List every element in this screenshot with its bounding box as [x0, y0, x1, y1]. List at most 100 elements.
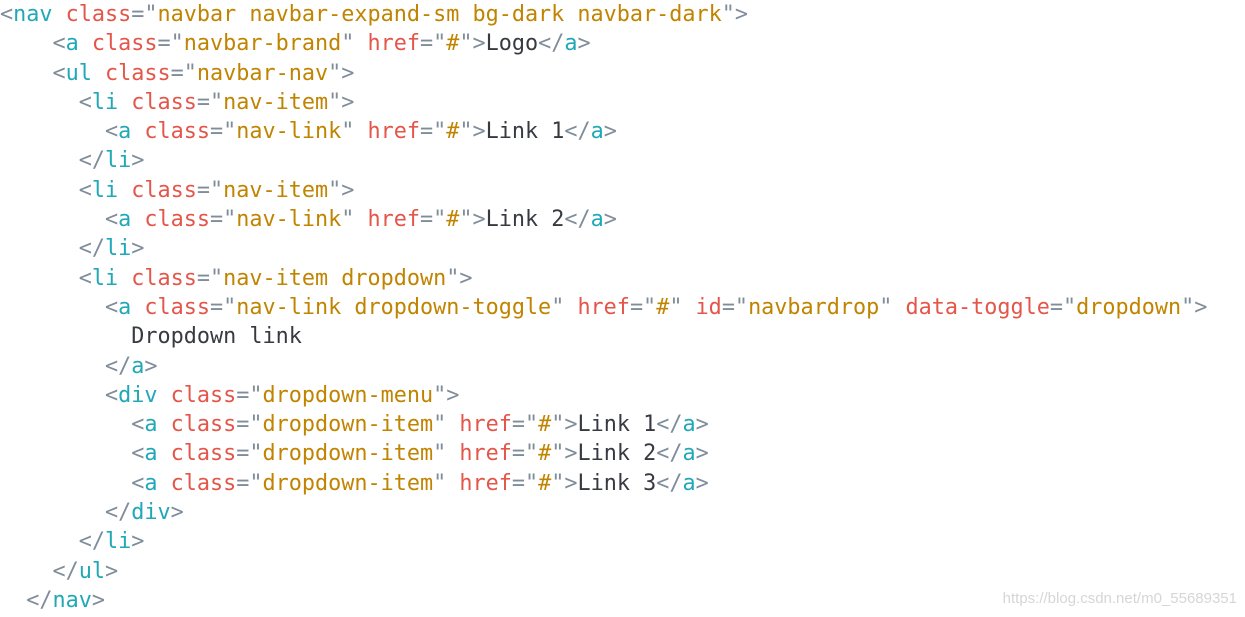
code-punctuation: < — [131, 412, 145, 438]
code-attribute: class — [105, 60, 171, 86]
code-line-11: <a class="nav-link dropdown-toggle" href… — [0, 293, 1245, 322]
code-punctuation: =" — [419, 207, 447, 233]
code-line-5: <a class="nav-link" href="#">Link 1</a> — [0, 117, 1245, 146]
code-line-19: </li> — [0, 527, 1245, 556]
code-punctuation: > — [603, 207, 617, 233]
code-string: navbardrop — [748, 294, 880, 320]
code-string: nav-item dropdown — [223, 265, 447, 291]
code-punctuation: < — [131, 441, 145, 467]
code-punctuation: =" — [236, 382, 263, 408]
code-text — [0, 61, 53, 86]
code-attribute: id — [695, 294, 722, 320]
code-string: nav-link — [236, 119, 342, 145]
code-tag-name: a — [682, 412, 696, 438]
code-line-8: <a class="nav-link" href="#">Link 2</a> — [0, 205, 1245, 234]
code-punctuation: </ — [26, 587, 53, 613]
code-line-15: <a class="dropdown-item" href="#">Link 1… — [0, 410, 1245, 439]
code-punctuation: =" — [196, 265, 224, 291]
code-punctuation: "> — [459, 207, 486, 233]
code-attribute: class — [170, 412, 237, 438]
code-line-2: <a class="navbar-brand" href="#">Logo</a… — [0, 29, 1245, 58]
code-string: # — [538, 441, 552, 467]
code-punctuation: =" — [131, 2, 158, 27]
code-string: # — [538, 470, 552, 496]
code-attribute: href — [367, 207, 420, 233]
code-text: Logo — [485, 31, 539, 57]
code-punctuation: =" — [511, 441, 539, 467]
code-tag-name: li — [91, 265, 119, 291]
code-string: navbar-brand — [183, 31, 342, 57]
code-attribute: href — [577, 294, 630, 320]
code-punctuation: </ — [104, 353, 132, 379]
code-punctuation: < — [131, 470, 145, 496]
code-punctuation: =" — [511, 470, 539, 496]
code-line-12: Dropdown link — [0, 322, 1245, 351]
code-string: dropdown — [1076, 294, 1182, 320]
code-tag-name: a — [682, 470, 696, 496]
code-punctuation: </ — [78, 148, 105, 174]
code-line-20: </ul> — [0, 557, 1245, 586]
code-string: # — [446, 207, 460, 233]
code-punctuation: > — [131, 236, 145, 262]
code-text — [0, 529, 79, 554]
code-punctuation: < — [0, 2, 14, 27]
code-text — [157, 471, 170, 496]
code-punctuation: > — [695, 470, 709, 496]
code-tag-name: a — [564, 31, 578, 57]
code-text — [0, 31, 53, 56]
code-punctuation: </ — [104, 500, 132, 526]
code-tag-name: a — [590, 119, 604, 145]
code-punctuation: =" — [236, 441, 263, 467]
code-attribute: class — [170, 441, 237, 467]
code-line-17: <a class="dropdown-item" href="#">Link 3… — [0, 469, 1245, 498]
code-text — [0, 148, 79, 173]
code-punctuation: =" — [1049, 294, 1077, 320]
code-attribute: class — [91, 31, 158, 57]
code-string: nav-item — [223, 177, 329, 203]
code-punctuation: "> — [551, 441, 578, 467]
code-attribute: class — [131, 89, 197, 115]
code-string: nav-link — [236, 207, 342, 233]
code-punctuation: "> — [459, 119, 486, 145]
code-punctuation: "> — [721, 2, 749, 27]
code-punctuation: > — [105, 558, 119, 584]
code-punctuation: =" — [511, 412, 539, 438]
code-text: Link 2 — [485, 207, 565, 233]
code-line-4: <li class="nav-item"> — [0, 88, 1245, 117]
code-tag-name: li — [105, 148, 132, 174]
code-text — [0, 559, 53, 584]
code-punctuation: </ — [656, 412, 683, 438]
code-punctuation: =" — [196, 89, 224, 115]
code-punctuation: "> — [328, 60, 355, 86]
code-punctuation: </ — [78, 529, 105, 555]
code-punctuation: " — [669, 294, 696, 320]
code-text — [131, 295, 144, 320]
code-punctuation: "> — [551, 470, 578, 496]
code-punctuation: > — [91, 587, 105, 613]
code-punctuation: =" — [157, 31, 184, 57]
code-punctuation: > — [603, 119, 617, 145]
code-punctuation: < — [78, 265, 92, 291]
code-attribute: class — [144, 294, 210, 320]
code-tag-name: a — [682, 441, 696, 467]
code-string: dropdown-item — [262, 470, 434, 496]
code-tag-name: a — [118, 294, 132, 320]
code-tag-name: a — [118, 119, 132, 145]
code-punctuation: </ — [78, 236, 105, 262]
code-string: # — [446, 119, 460, 145]
code-tag-name: div — [131, 500, 171, 526]
code-text — [0, 471, 131, 496]
code-punctuation: < — [78, 89, 92, 115]
code-text: Link 2 — [577, 441, 657, 467]
code-punctuation: =" — [629, 294, 657, 320]
code-punctuation: "> — [446, 265, 473, 291]
code-text: Link 1 — [485, 119, 565, 145]
code-tag-name: nav — [13, 2, 53, 27]
code-attribute: class — [144, 207, 210, 233]
code-punctuation: > — [577, 31, 591, 57]
code-text — [118, 266, 131, 291]
code-attribute: class — [65, 2, 132, 27]
code-text — [92, 61, 105, 86]
